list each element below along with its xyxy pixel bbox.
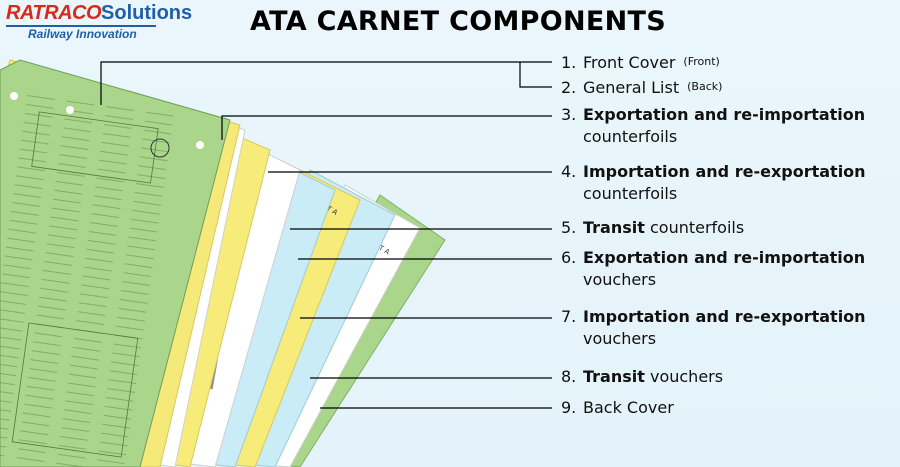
logo-brand-suffix: Solutions <box>101 2 193 24</box>
logo-wordmark: RATRACOSolutions <box>6 2 192 24</box>
component-label-5: 5.Transit counterfoils <box>561 218 745 237</box>
component-label-7: 7.Importation and re-exportation voucher… <box>561 307 866 348</box>
logo-tagline: Railway Innovation <box>28 27 137 41</box>
company-logo: RATRACOSolutions Railway Innovation <box>6 2 192 41</box>
component-label-1: 1.Front Cover(Front) <box>561 53 720 72</box>
component-label-8: 8.Transit vouchers <box>561 367 724 386</box>
component-label-4: 4.Importation and re-exportation counter… <box>561 162 866 203</box>
logo-underline <box>6 25 156 27</box>
component-label-6: 6.Exportation and re-importation voucher… <box>561 248 866 289</box>
component-label-9: 9.Back Cover <box>561 398 674 417</box>
component-label-3: 3.Exportation and re-importation counter… <box>561 105 866 146</box>
page-title: ATA CARNET COMPONENTS <box>250 6 666 37</box>
logo-brand: RATRACO <box>6 2 102 24</box>
component-label-2: 2.General List(Back) <box>561 78 723 97</box>
